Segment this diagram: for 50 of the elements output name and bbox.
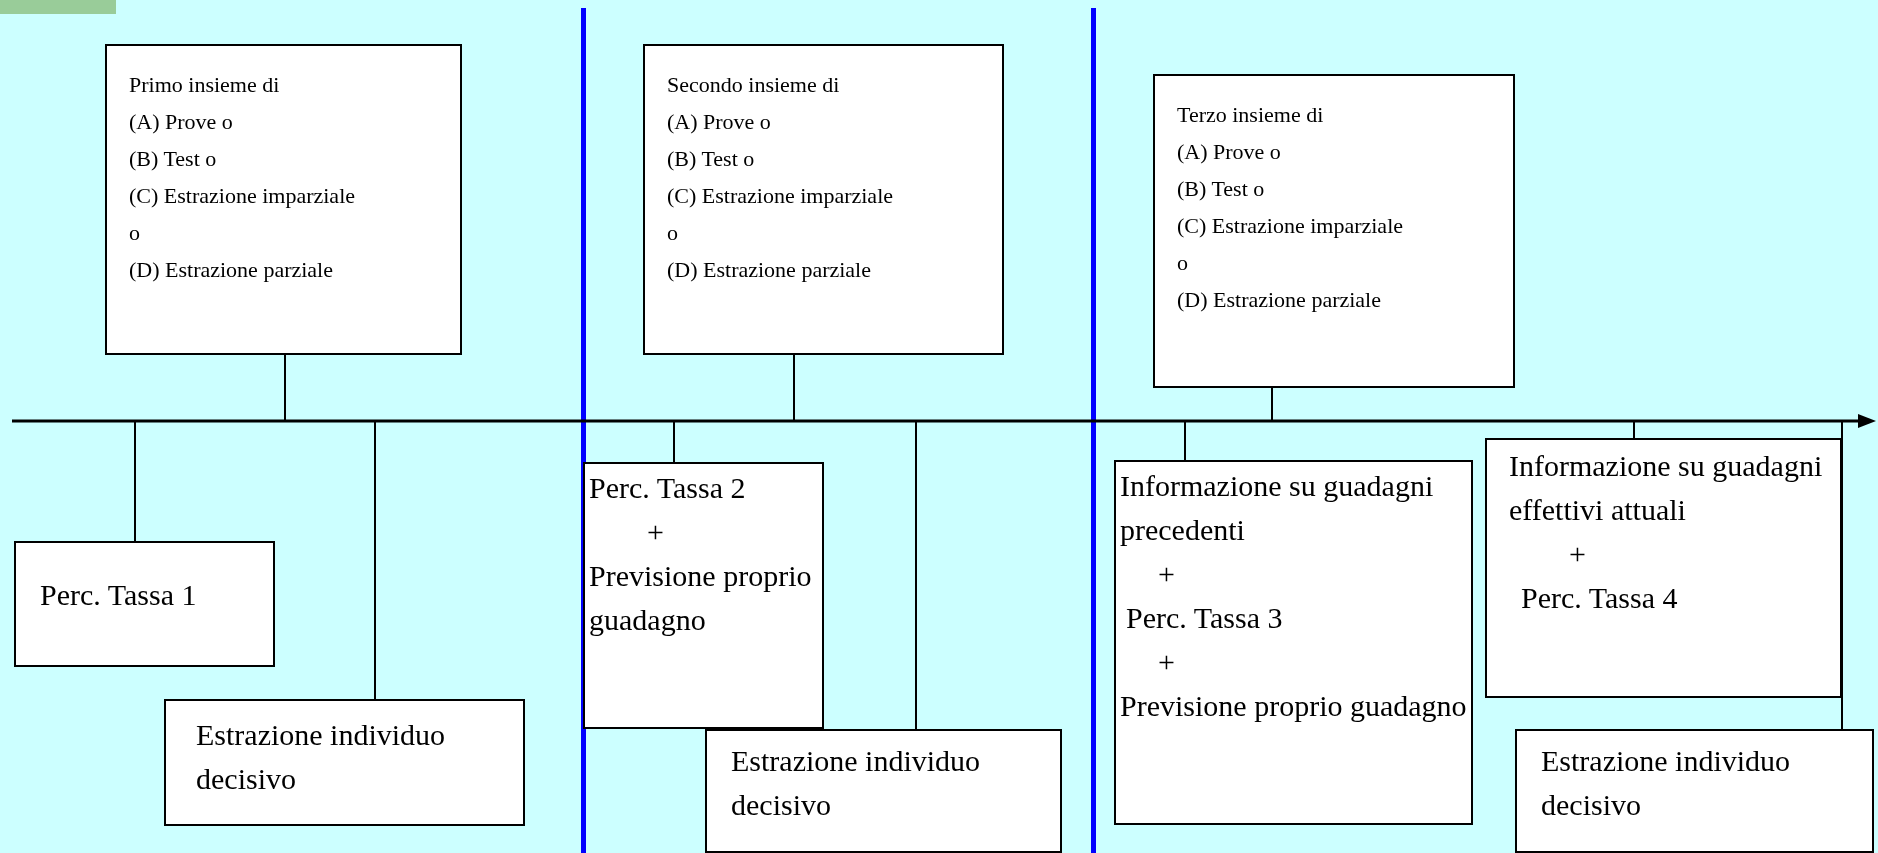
text-box bbox=[1114, 460, 1473, 825]
box-text: Primo insieme di bbox=[129, 71, 281, 99]
text-box bbox=[164, 699, 525, 826]
connector-line bbox=[793, 354, 795, 422]
connector-line bbox=[284, 354, 286, 422]
box-text: (D) Estrazione parziale bbox=[667, 256, 872, 284]
box-text: Terzo insieme di bbox=[1177, 101, 1325, 129]
box-text: (B) Test o bbox=[1177, 175, 1266, 203]
box-text: (C) Estrazione imparziale o bbox=[1177, 212, 1404, 277]
box-text: (A) Prove o bbox=[129, 108, 234, 136]
text-box bbox=[105, 44, 462, 355]
text-box bbox=[1515, 729, 1874, 853]
box-text: (A) Prove o bbox=[1177, 138, 1282, 166]
box-text: Previsione proprio guadagno bbox=[589, 558, 813, 638]
text-box bbox=[14, 541, 275, 667]
box-text: Previsione proprio guadagno bbox=[1120, 688, 1467, 724]
box-text: Informazione su guadagni precedenti bbox=[1120, 468, 1435, 548]
connector-line bbox=[1184, 420, 1186, 461]
text-box bbox=[583, 462, 824, 729]
box-text: Perc. Tassa 3 bbox=[1126, 600, 1284, 636]
text-box bbox=[705, 729, 1062, 853]
connector-line bbox=[134, 420, 136, 542]
box-text: (C) Estrazione imparziale o bbox=[667, 182, 894, 247]
box-text: Perc. Tassa 4 bbox=[1521, 580, 1679, 616]
box-text: Estrazione individuo decisivo bbox=[1541, 743, 1792, 823]
box-text: (B) Test o bbox=[667, 145, 756, 173]
box-text: (D) Estrazione parziale bbox=[129, 256, 334, 284]
text-box bbox=[1153, 74, 1515, 388]
connector-line bbox=[915, 420, 917, 730]
box-text: Estrazione individuo decisivo bbox=[731, 743, 982, 823]
box-text: + bbox=[1569, 536, 1587, 572]
box-text: Estrazione individuo decisivo bbox=[196, 717, 447, 797]
box-text: Perc. Tassa 2 bbox=[589, 470, 747, 506]
box-text: Secondo insieme di bbox=[667, 71, 841, 99]
connector-line bbox=[374, 420, 376, 700]
text-box bbox=[643, 44, 1004, 355]
timeline-arrow bbox=[12, 413, 1876, 429]
box-text: (C) Estrazione imparziale o bbox=[129, 182, 356, 247]
box-text: Informazione su guadagni effettivi attuali bbox=[1509, 448, 1824, 528]
box-text: + bbox=[1158, 644, 1176, 680]
box-text: (A) Prove o bbox=[667, 108, 772, 136]
box-text: Perc. Tassa 1 bbox=[40, 577, 198, 613]
connector-line bbox=[1841, 420, 1843, 730]
connector-line bbox=[1271, 387, 1273, 422]
box-text: (B) Test o bbox=[129, 145, 218, 173]
connector-line bbox=[673, 420, 675, 463]
box-text: + bbox=[647, 514, 665, 550]
text-box bbox=[1485, 438, 1842, 698]
box-text: (D) Estrazione parziale bbox=[1177, 286, 1382, 314]
box-text: + bbox=[1158, 556, 1176, 592]
